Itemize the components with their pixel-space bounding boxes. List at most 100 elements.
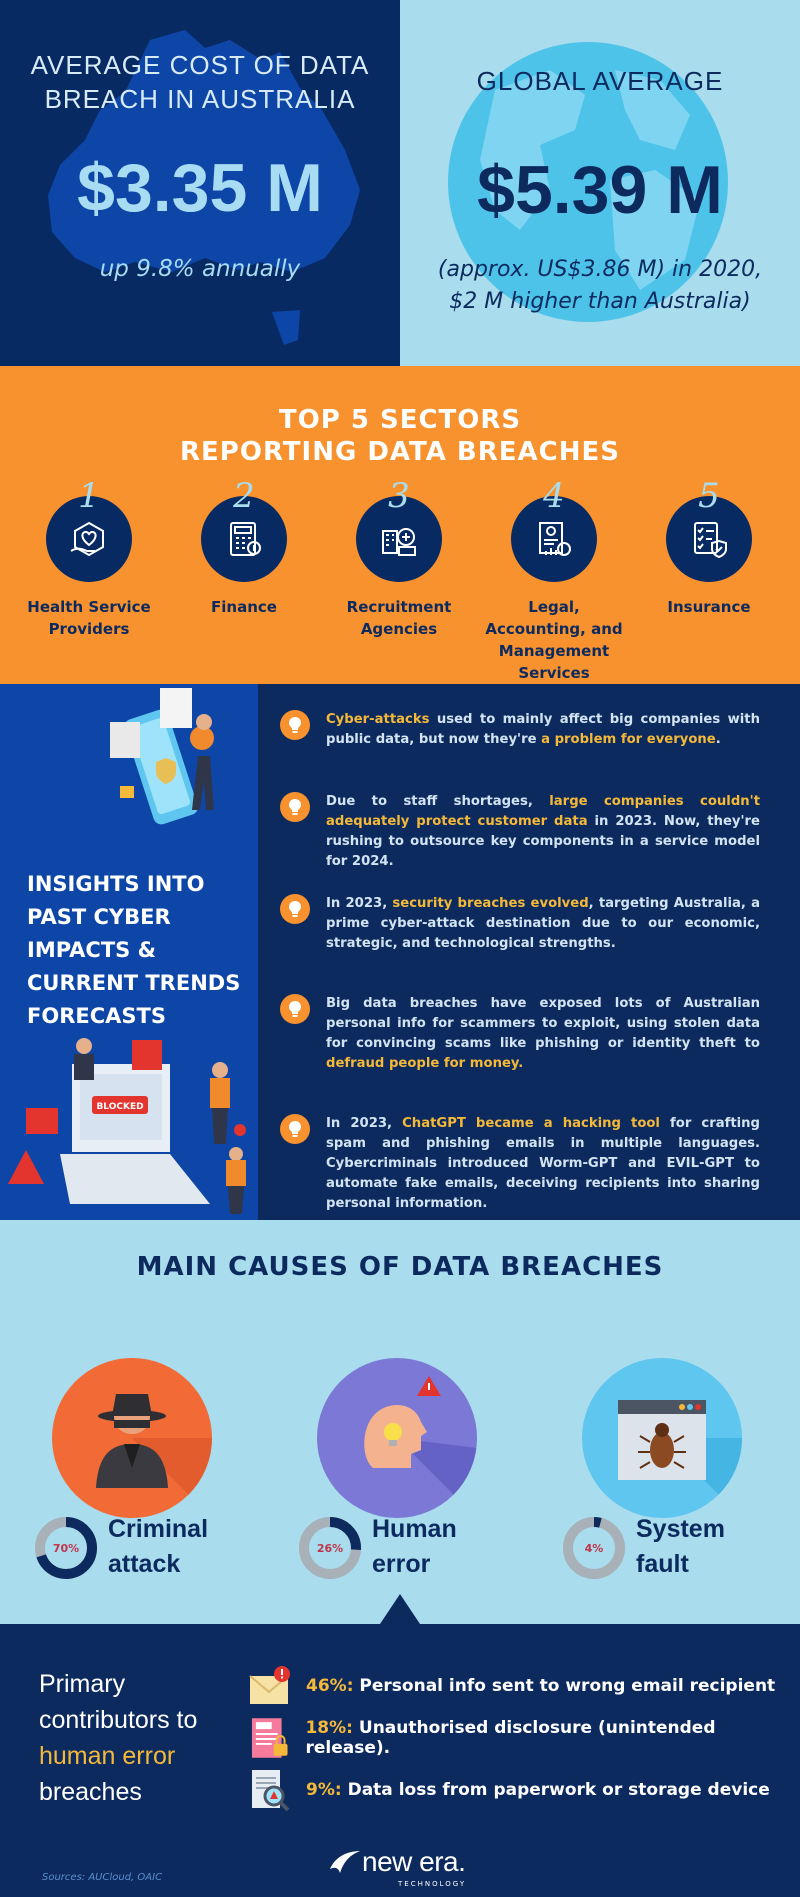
top-sectors-title-line1: TOP 5 SECTORS — [278, 405, 522, 435]
sector-finance: 2 Finance — [164, 476, 324, 618]
body-text: Due to staff shortages, — [326, 794, 550, 809]
company-logo[interactable]: new era. TECHNOLOGY — [328, 1846, 466, 1888]
contributor-text: 46%: Personal info sent to wrong email r… — [306, 1676, 775, 1696]
body-text: used to mainly affect big companies with… — [326, 712, 760, 747]
body-text: for crafting spam and phishing emails in… — [326, 1116, 760, 1211]
phone-security-illustration-icon — [110, 688, 214, 825]
body-text: in 2023. Now, they're rushing to outsour… — [326, 814, 760, 869]
contributor-percent: 18%: — [305, 1718, 353, 1738]
sector-name: Legal, Accounting, and Management Servic… — [485, 598, 623, 682]
checklist-shield-icon — [666, 496, 752, 582]
sector-number: 3 — [388, 476, 410, 516]
insight-text: Cyber-attacks used to mainly affect big … — [326, 710, 760, 750]
insight-item: Big data breaches have exposed lots of A… — [280, 994, 760, 1074]
cause-label-line2: fault — [636, 1550, 689, 1578]
insight-text: In 2023, security breaches evolved, targ… — [326, 894, 760, 954]
donut-chart-human: 26% — [299, 1517, 361, 1579]
body-text: In 2023, — [326, 1116, 403, 1131]
global-panel: GLOBAL AVERAGE $5.39 M (approx. US$3.86 … — [400, 0, 800, 366]
globe-icon — [448, 42, 728, 322]
heart-hand-icon — [46, 496, 132, 582]
logo-tagline: TECHNOLOGY — [398, 1880, 467, 1888]
sector-number: 1 — [78, 476, 100, 516]
contributor-description: Personal info sent to wrong email recipi… — [353, 1676, 776, 1696]
swoosh-logo-icon — [330, 1851, 360, 1873]
lightbulb-icon — [280, 792, 310, 822]
global-average-note-line1: (approx. US$3.86 M) in 2020, — [437, 257, 763, 282]
top-sectors-title: TOP 5 SECTORS REPORTING DATA BREACHES — [0, 404, 800, 468]
highlight-text: Cyber-attacks — [326, 712, 430, 727]
sector-health: 1 Health Service Providers — [9, 476, 169, 640]
donut-arc — [563, 1517, 625, 1579]
logo-wordmark: new era. — [362, 1846, 466, 1877]
main-causes-section: MAIN CAUSES OF DATA BREACHES — [0, 1220, 800, 1624]
laptop-blocked-illustration-icon: BLOCKED — [8, 1038, 246, 1214]
cause-label-line1: Human — [372, 1515, 457, 1543]
insight-item: In 2023, security breaches evolved, targ… — [280, 894, 760, 954]
donut-arc — [35, 1517, 97, 1579]
top-sectors-section: TOP 5 SECTORS REPORTING DATA BREACHES 1 … — [0, 366, 800, 684]
global-average-note: (approx. US$3.86 M) in 2020, $2 M higher… — [400, 254, 800, 318]
email-alert-icon — [249, 1666, 290, 1704]
insight-item: Due to staff shortages, large companies … — [280, 792, 760, 872]
contributor-item: 18%: Unauthorised disclosure (unintended… — [248, 1716, 800, 1760]
cause-label-line1: System — [636, 1515, 725, 1543]
contributor-text: 9%: Data loss from paperwork or storage … — [306, 1780, 770, 1800]
contributors-heading-line3: human error — [39, 1742, 176, 1770]
contributor-description: Unauthorised disclosure (unintended rele… — [305, 1718, 716, 1758]
sector-number: 4 — [543, 476, 565, 516]
blocked-label: BLOCKED — [96, 1102, 143, 1112]
contributor-text: 18%: Unauthorised disclosure (unintended… — [305, 1718, 800, 1758]
sector-name: Finance — [211, 598, 277, 616]
insight-text: In 2023, ChatGPT became a hacking tool f… — [326, 1114, 760, 1214]
sector-number: 5 — [698, 476, 720, 516]
sector-legal: 4 Legal, Accounting, and Management Serv… — [474, 476, 634, 684]
calculator-icon — [201, 496, 287, 582]
body-text: Big data breaches have exposed lots of A… — [326, 996, 760, 1051]
sector-recruitment: 3 Recruitment Agencies — [319, 476, 479, 640]
main-causes-title: MAIN CAUSES OF DATA BREACHES — [136, 1252, 664, 1282]
insights-section: INSIGHTS INTO PAST CYBER IMPACTS & CURRE… — [0, 684, 800, 1220]
australia-cost-label: AVERAGE COST OF DATA BREACH IN AUSTRALIA — [30, 50, 370, 114]
contributors-section: Primary contributors to human error brea… — [0, 1624, 800, 1897]
body-text: In 2023, — [326, 896, 393, 911]
insights-heading: INSIGHTS INTO PAST CYBER IMPACTS & CURRE… — [27, 872, 241, 1028]
sector-number: 2 — [233, 476, 255, 516]
contributor-item: 9%: Data loss from paperwork or storage … — [248, 1768, 770, 1812]
idea-head-icon — [317, 1358, 477, 1518]
global-average-value: $5.39 M — [477, 152, 723, 228]
insight-item: Cyber-attacks used to mainly affect big … — [280, 710, 760, 750]
highlight-text: a problem for everyone — [541, 732, 716, 747]
hero-section: AVERAGE COST OF DATA BREACH IN AUSTRALIA… — [0, 0, 800, 366]
highlight-text: security breaches evolved — [392, 896, 589, 911]
insight-text: Due to staff shortages, large companies … — [326, 792, 760, 872]
contributors-heading: Primary contributors to human error brea… — [39, 1666, 249, 1810]
lightbulb-icon — [280, 994, 310, 1024]
insights-left-panel: INSIGHTS INTO PAST CYBER IMPACTS & CURRE… — [0, 684, 258, 1220]
cause-label-criminal: Criminal attack — [108, 1512, 208, 1582]
highlight-text: ChatGPT became a hacking tool — [402, 1116, 660, 1131]
contributors-heading-line2: contributors to — [39, 1706, 198, 1734]
donut-percent-label: 70% — [53, 1542, 79, 1555]
hacker-icon — [52, 1358, 212, 1518]
cause-label-line2: attack — [108, 1550, 181, 1578]
contributor-percent: 9%: — [306, 1780, 342, 1800]
briefcase-icon — [356, 496, 442, 582]
body-text: , targeting Australia, a prime cyber-att… — [326, 896, 760, 951]
cause-label-line1: Criminal — [108, 1515, 209, 1543]
lightbulb-icon — [280, 894, 310, 924]
sector-insurance: 5 Insurance — [629, 476, 789, 618]
cause-label-line2: error — [372, 1550, 431, 1578]
highlight-text: large companies couldn't adequately prot… — [326, 794, 760, 829]
contributors-heading-line1: Primary — [39, 1670, 126, 1698]
lightbulb-icon — [280, 1114, 310, 1144]
cause-label-human: Human error — [372, 1512, 457, 1582]
cause-label-system: System fault — [636, 1512, 725, 1582]
global-average-note-line2: $2 M higher than Australia) — [449, 289, 751, 314]
top-sectors-title-line2: REPORTING DATA BREACHES — [180, 437, 620, 467]
highlight-text: defraud people for money. — [326, 1056, 524, 1071]
contributor-percent: 46%: — [306, 1676, 354, 1696]
pointer-triangle — [380, 1594, 420, 1624]
document-search-icon — [252, 1770, 290, 1812]
sector-name: Insurance — [667, 598, 751, 616]
